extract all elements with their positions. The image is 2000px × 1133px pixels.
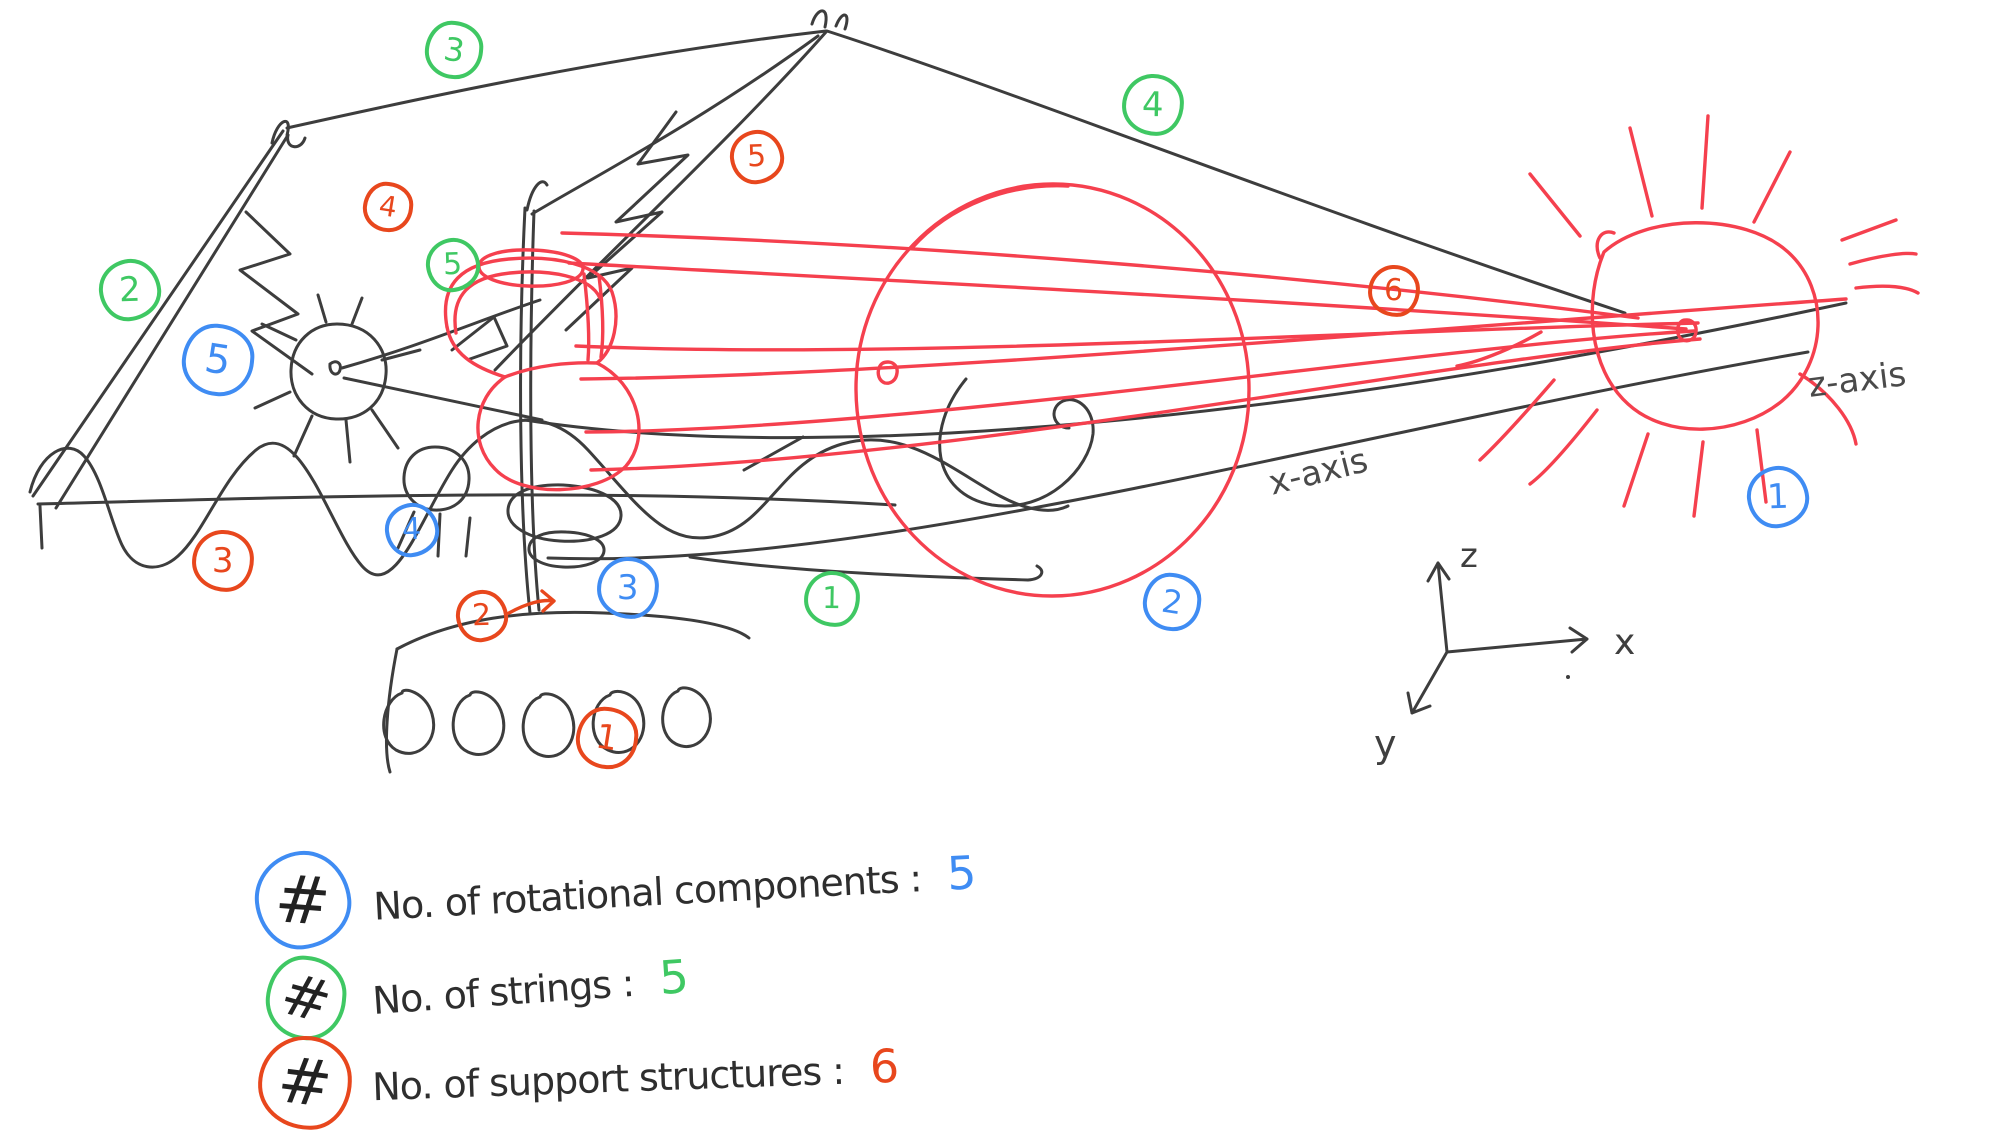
- ground-wave: [28, 418, 1070, 577]
- red-string-6: [589, 337, 1702, 472]
- base-ellipse-large: [506, 483, 623, 543]
- cup-inner-lines: [582, 272, 605, 362]
- legend-label-support: No. of support structures :: [371, 1048, 845, 1110]
- pulley-spokes: [253, 293, 422, 464]
- big-circle-overlap: [910, 184, 1070, 250]
- mast-line-2: [54, 133, 290, 510]
- string-top-left: [285, 29, 828, 130]
- cup-rim-outer: [443, 256, 618, 365]
- legend-value-rotational: 5: [945, 845, 978, 901]
- needle: [519, 206, 541, 615]
- base-arch: [395, 610, 751, 651]
- black-ink-group: [28, 9, 1848, 774]
- red-string-2: [567, 261, 1688, 331]
- spring-zigzag-upper: [564, 110, 690, 332]
- legend-hash-ring-blue: #: [250, 846, 356, 954]
- small-wheel-ticks: [396, 510, 472, 558]
- triad-y-label: y: [1374, 722, 1397, 766]
- sun-blob: [1590, 221, 1820, 431]
- red-string-5: [584, 329, 1696, 434]
- small-wheel: [402, 445, 471, 512]
- red-string-1: [560, 231, 1640, 320]
- base-coil-loops: [382, 686, 712, 758]
- string-top-right: [825, 29, 1627, 315]
- legend-value-strings: 5: [657, 949, 691, 1005]
- triad-dot: [1566, 675, 1570, 679]
- legend-label-strings: No. of strings :: [371, 960, 636, 1023]
- legend-row-strings: # No. of strings :5: [262, 942, 962, 1044]
- spring-zigzag-lower: [238, 210, 314, 376]
- pulley-hub-dot: [328, 360, 342, 376]
- baseline-wave-right: [688, 555, 1044, 582]
- triad-z-label: z: [1460, 536, 1478, 576]
- triad-z-arrow: [1426, 561, 1451, 654]
- top-apex-hooks: [810, 9, 849, 31]
- string-to-sun-2: [546, 350, 1810, 561]
- sun-rays: [1455, 114, 1920, 518]
- pulley-wheel: [289, 322, 388, 421]
- red-2-arrow: [507, 589, 556, 615]
- legend-value-support: 6: [868, 1038, 901, 1094]
- ground-line-tick: [38, 504, 44, 550]
- triad-x-label: x: [1614, 622, 1636, 663]
- legend-hash-ring-red: #: [255, 1033, 355, 1133]
- cup-left-wall: [445, 325, 507, 379]
- red-string-3: [574, 321, 1700, 352]
- small-ring: [876, 360, 899, 385]
- sun-center-ring: [1675, 318, 1698, 343]
- sun-blob-flick: [1595, 230, 1616, 260]
- center-spiral: [938, 377, 1095, 508]
- string-apex-machine-1: [493, 30, 828, 372]
- cup-rim-inner: [453, 270, 602, 335]
- triad-y-arrow: [1406, 650, 1449, 715]
- ground-line: [36, 493, 897, 507]
- cup-squiggle: [450, 315, 509, 361]
- needle-tip-flick: [525, 180, 549, 212]
- triad-x-arrow: [1445, 626, 1589, 654]
- legend-label-rotational: No. of rotational components :: [372, 856, 923, 929]
- left-apex-hooks: [270, 119, 307, 149]
- big-circle: [854, 182, 1251, 598]
- base-left-leg: [384, 647, 399, 774]
- mast-line: [31, 129, 285, 498]
- stray-tick: [742, 435, 805, 472]
- cup-inner-rim: [477, 248, 585, 288]
- base-ellipse-small: [527, 530, 606, 569]
- red-ink-group: [443, 114, 1920, 615]
- red-string-4: [579, 297, 1848, 381]
- legend-row-support-structures: # No. of support structures : 6: [255, 1028, 1108, 1133]
- pulley-belts: [340, 298, 544, 422]
